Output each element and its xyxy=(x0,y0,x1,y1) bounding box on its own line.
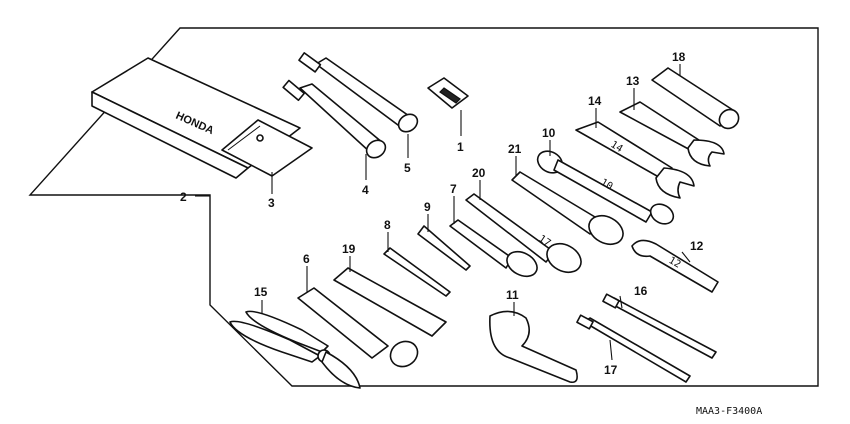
part-13-wrench xyxy=(619,101,725,167)
callout-20: 20 xyxy=(472,166,486,180)
callout-2: 2 xyxy=(180,190,187,204)
callout-5: 5 xyxy=(404,161,411,175)
callout-3: 3 xyxy=(268,196,275,210)
diagram-code: MAA3-F3400A xyxy=(696,406,762,417)
part-20-box-wrench: 17 xyxy=(465,193,582,274)
part-9-hex-key xyxy=(417,225,471,271)
callout-6: 6 xyxy=(303,252,310,266)
callout-21: 21 xyxy=(508,142,522,156)
callout-16: 16 xyxy=(634,284,648,298)
part-1-grip xyxy=(427,77,469,109)
callout-17: 17 xyxy=(604,363,618,377)
callout-12: 12 xyxy=(690,239,704,253)
callout-8: 8 xyxy=(384,218,391,232)
kit-boundary-outline xyxy=(28,27,819,387)
part-10-combination-wrench: 10 xyxy=(536,150,675,225)
callout-18: 18 xyxy=(672,50,686,64)
callout-11: 11 xyxy=(506,288,519,302)
part-21-box-wrench xyxy=(511,171,624,246)
tool-pouch: HONDA xyxy=(91,57,313,179)
callout-15: 15 xyxy=(254,285,268,299)
callout-labels: 1 2 3 4 5 6 7 8 9 10 11 12 13 14 15 16 1… xyxy=(180,50,704,377)
callout-10: 10 xyxy=(542,126,556,140)
part-15-pliers xyxy=(229,310,361,389)
part-19-handle-bar xyxy=(333,267,447,337)
wrench-mark-10: 10 xyxy=(599,177,615,193)
part-16-screwdriver xyxy=(602,293,717,359)
wrench-mark-12: 12 xyxy=(667,255,683,271)
part-11-hook-spanner xyxy=(489,310,578,384)
leader-lines xyxy=(195,64,691,361)
part-17-screwdriver xyxy=(576,314,691,383)
callout-19: 19 xyxy=(342,242,356,256)
callout-4: 4 xyxy=(362,183,369,197)
callout-14: 14 xyxy=(588,94,602,108)
wrench-mark-14: 14 xyxy=(608,139,624,155)
callout-9: 9 xyxy=(424,200,431,214)
part-8-hex-key xyxy=(383,247,451,297)
part-18-socket-extension xyxy=(651,67,740,130)
part-5-socket-bar xyxy=(298,52,419,133)
part-4-extension-bar xyxy=(282,79,387,159)
callout-13: 13 xyxy=(626,74,640,88)
part-7-box-wrench xyxy=(449,219,538,278)
part-12-pin-spanner: 12 xyxy=(631,239,719,293)
callout-7: 7 xyxy=(450,182,457,196)
callout-1: 1 xyxy=(457,140,464,154)
part-6-plug-wrench xyxy=(297,287,419,368)
part-14-wrench: 14 xyxy=(575,121,695,199)
